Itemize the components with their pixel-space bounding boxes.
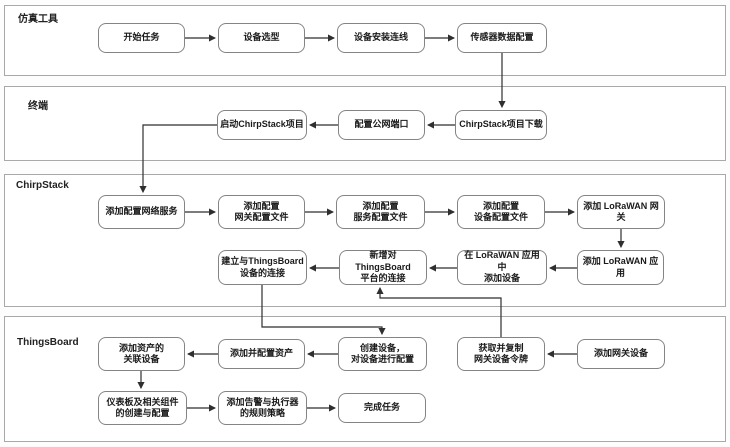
- node-add-network-service: 添加配置网络服务: [98, 195, 185, 229]
- node-add-gateway-config-file: 添加配置 网关配置文件: [218, 195, 305, 229]
- node-complete-task: 完成任务: [338, 393, 426, 423]
- node-add-thingsboard-connection: 新增对ThingsBoard 平台的连接: [339, 250, 427, 285]
- node-add-device-config-file: 添加配置 设备配置文件: [457, 195, 545, 229]
- node-add-gateway-device: 添加网关设备: [577, 339, 665, 369]
- node-add-lorawan-gateway: 添加 LoRaWAN 网关: [577, 195, 665, 229]
- node-connect-thingsboard-device: 建立与ThingsBoard 设备的连接: [218, 250, 307, 285]
- node-config-public-port: 配置公网端口: [338, 110, 425, 140]
- node-create-configure-device: 创建设备， 对设备进行配置: [338, 337, 427, 371]
- node-dashboard-components: 仪表板及相关组件 的创建与配置: [98, 391, 187, 425]
- node-start-chirpstack-project: 启动ChirpStack项目: [217, 110, 307, 140]
- node-add-configure-asset: 添加并配置资产: [218, 339, 305, 369]
- node-add-service-config-file: 添加配置 服务配置文件: [336, 195, 425, 229]
- node-add-lorawan-app: 添加 LoRaWAN 应用: [577, 250, 664, 285]
- node-device-selection: 设备选型: [218, 23, 305, 53]
- node-start-task: 开始任务: [98, 23, 185, 53]
- node-add-asset-related-device: 添加资产的 关联设备: [98, 337, 185, 371]
- node-add-device-in-lorawan-app: 在 LoRaWAN 应用中 添加设备: [457, 250, 547, 285]
- lane-label-simulation-tool: 仿真工具: [18, 14, 58, 25]
- node-device-install-wiring: 设备安装连线: [337, 23, 425, 53]
- lane-chirpstack: [4, 174, 726, 307]
- node-alarm-rules: 添加告警与执行器 的规则策略: [218, 391, 307, 425]
- lane-label-thingsboard: ThingsBoard: [17, 337, 79, 348]
- node-get-copy-gateway-token: 获取并复制 网关设备令牌: [457, 337, 545, 371]
- node-chirpstack-download: ChirpStack项目下载: [455, 110, 547, 140]
- node-sensor-data-config: 传感器数据配置: [457, 23, 547, 53]
- lane-label-terminal: 终端: [28, 101, 48, 112]
- lane-label-chirpstack: ChirpStack: [16, 180, 69, 191]
